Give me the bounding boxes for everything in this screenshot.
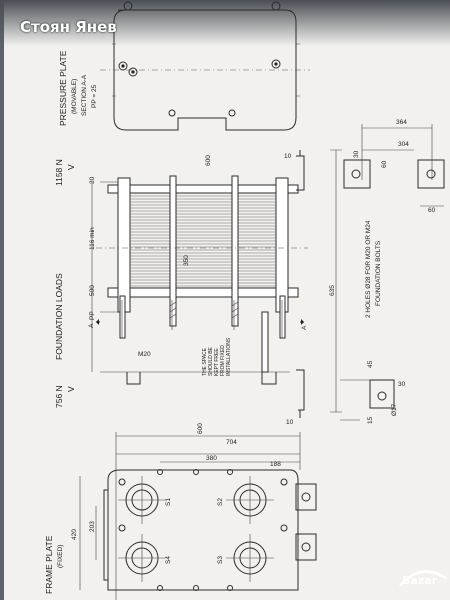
pressure-plate-view bbox=[100, 1, 310, 131]
dim-188: 188 bbox=[270, 461, 281, 468]
dim-10-bottom: 10 bbox=[286, 419, 294, 426]
dim-30b: 30 bbox=[353, 150, 360, 158]
pressure-plate-subtitle: (MOVABLE) bbox=[71, 79, 78, 114]
dim-116: 116 min bbox=[89, 227, 96, 250]
space-note-line-4: FROM FIXED bbox=[220, 345, 226, 376]
dim-420: 420 bbox=[71, 529, 78, 540]
space-note: THE SPACE SHOULD BE KEPT FREE FROM FIXED… bbox=[202, 337, 232, 376]
dim-60b: 60 bbox=[428, 207, 436, 214]
bazar-logo-text: Bazar bbox=[402, 574, 438, 587]
dim-704: 704 bbox=[226, 439, 237, 446]
port-s1: S1 bbox=[165, 498, 172, 506]
dim-45: 45 bbox=[367, 360, 374, 368]
dim-635: 635 bbox=[329, 285, 336, 296]
dim-203: 203 bbox=[89, 521, 96, 532]
plate-hatching bbox=[130, 195, 276, 287]
side-view-dimensions: 600 10 30 116 min 500 350 PP A A M20 635… bbox=[88, 149, 342, 434]
space-note-line-3: KEPT FREE bbox=[214, 348, 220, 376]
dim-m20: M20 bbox=[138, 351, 151, 358]
dim-17: Ø17 bbox=[391, 403, 398, 416]
load-top-arrow: V bbox=[66, 164, 76, 170]
dim-304: 304 bbox=[398, 141, 409, 148]
space-note-line-5: INSTALLATIONS bbox=[226, 337, 232, 376]
dim-30: 30 bbox=[89, 176, 96, 184]
dim-364: 364 bbox=[396, 119, 407, 126]
port-s2: S2 bbox=[217, 498, 224, 506]
holes-note-line-2: FOUNDATION BOLTS bbox=[375, 240, 382, 306]
port-s4: S4 bbox=[165, 556, 172, 564]
frame-plate-subtitle: (FIXED) bbox=[57, 545, 64, 568]
pressure-plate-pp: PP = 25 bbox=[91, 84, 98, 108]
bazar-logo-icon bbox=[399, 570, 447, 587]
foundation-detail: 364 304 30 60 60 2 HOLES Ø28 FOR M20 OR … bbox=[340, 119, 445, 424]
dim-10-top: 10 bbox=[284, 153, 292, 160]
space-note-line-2: SHOULD BE bbox=[208, 346, 214, 376]
load-bottom-arrow: V bbox=[66, 386, 76, 392]
seller-watermark: Стоян Янев bbox=[20, 18, 117, 36]
foundation-title: FOUNDATION LOADS bbox=[54, 273, 64, 360]
dim-600-bottom: 600 bbox=[197, 423, 204, 434]
dim-500: 500 bbox=[89, 285, 96, 296]
section-a-right: A bbox=[301, 325, 308, 330]
load-top-label: 1158 N bbox=[54, 159, 64, 186]
space-note-line-1: THE SPACE bbox=[202, 347, 208, 376]
load-bottom-label: 756 N bbox=[54, 385, 64, 408]
dim-350: 350 bbox=[183, 255, 190, 266]
dim-380: 380 bbox=[206, 455, 217, 462]
holes-note-line-1: 2 HOLES Ø28 FOR M20 OR M24 bbox=[365, 220, 372, 318]
pressure-plate-section: SECTION A-A bbox=[81, 74, 88, 116]
dim-15: 15 bbox=[367, 416, 374, 424]
port-s3: S3 bbox=[217, 556, 224, 564]
dim-60a: 60 bbox=[381, 160, 388, 168]
dim-600-top: 600 bbox=[205, 155, 212, 166]
pressure-plate-title: PRESSURE PLATE bbox=[58, 50, 68, 126]
foundation-labels: 1158 N V FOUNDATION LOADS 756 N V bbox=[54, 159, 76, 408]
dim-pp: PP bbox=[89, 311, 96, 320]
plate-pack-side-view bbox=[91, 150, 308, 418]
pressure-plate-labels: PRESSURE PLATE (MOVABLE) SECTION A-A PP … bbox=[58, 50, 98, 126]
frame-plate-view: 704 380 188 S1 S2 S3 S4 203 420 bbox=[44, 432, 317, 600]
dim-30c: 30 bbox=[398, 381, 406, 388]
frame-plate-title: FRAME PLATE bbox=[44, 535, 54, 594]
top-shadow bbox=[0, 0, 450, 46]
section-a-left: A bbox=[88, 323, 95, 328]
